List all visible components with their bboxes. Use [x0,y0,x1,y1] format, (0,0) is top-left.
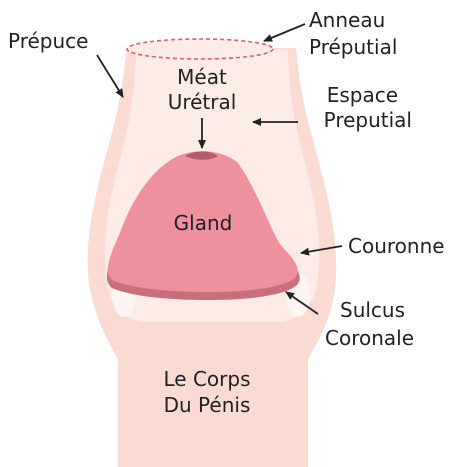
prepuce-arrow [97,55,123,97]
preputial-ring [127,39,273,59]
label-corps-line2: Du Pénis [164,393,251,417]
label-corps-line1: Le Corps [164,367,251,391]
label-couronne: Couronne [348,234,445,258]
label-gland: Gland [174,211,233,235]
label-anneau-line2: Préputial [309,35,397,59]
label-meat-line2: Urétral [168,90,237,114]
label-sulcus-line2: Coronale [325,326,414,350]
label-espace-line2: Preputial [324,108,412,132]
anneau-arrow [264,24,305,41]
label-prepuce: Prépuce [8,29,88,53]
label-sulcus-line1: Sulcus [340,298,405,322]
label-espace-line1: Espace [327,83,398,107]
label-meat-line1: Méat [177,65,227,89]
label-anneau-line1: Anneau [309,8,385,32]
